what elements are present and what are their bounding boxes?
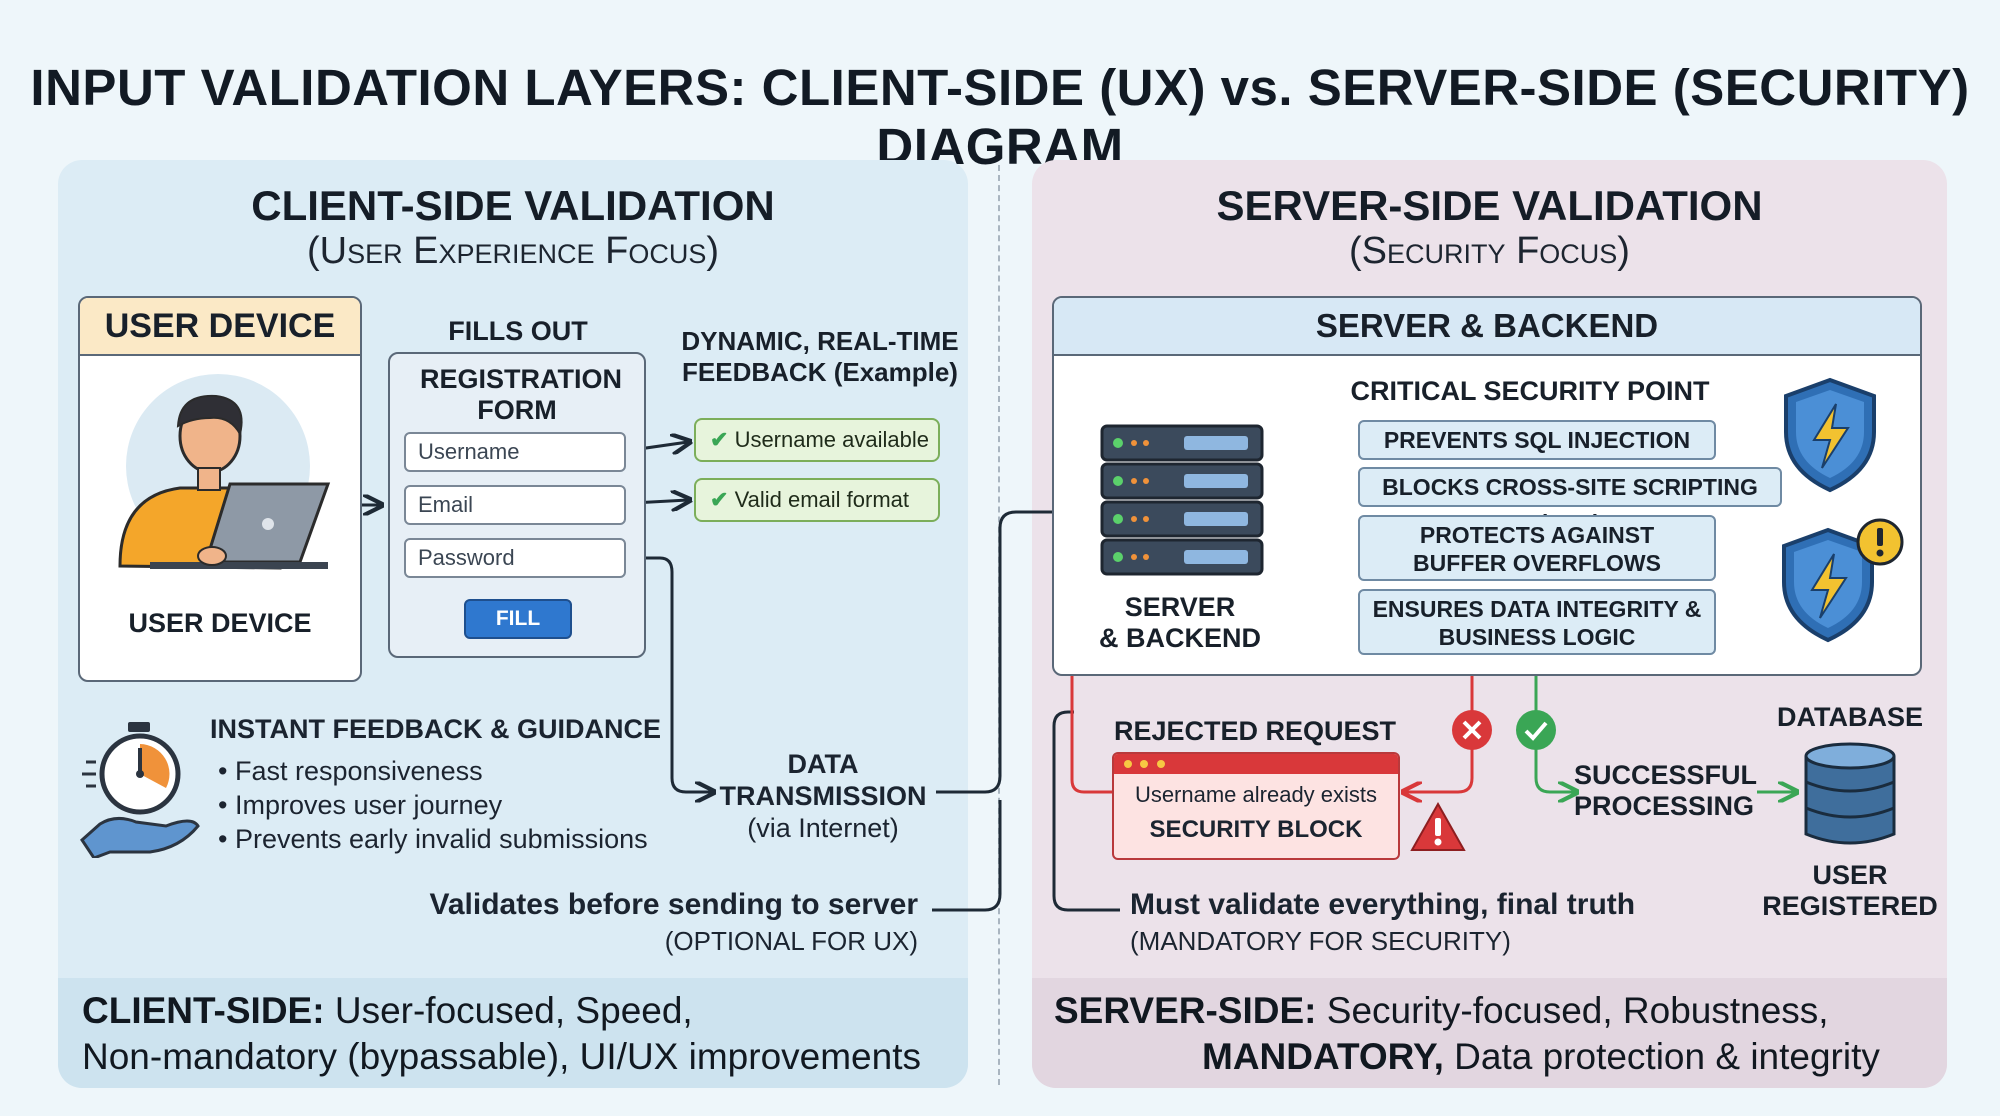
- rejected-window-titlebar: [1114, 754, 1398, 774]
- server-rack-icon: [1100, 424, 1264, 576]
- database-label: DATABASE: [1777, 702, 1923, 732]
- server-footer-line-2: Data protection & integrity: [1454, 1036, 1880, 1077]
- client-footer-line-2: Non-mandatory (bypassable), UI/UX improv…: [82, 1036, 921, 1077]
- check-icon: ✔: [710, 427, 729, 452]
- stopwatch-hand-icon: [80, 722, 200, 858]
- database-icon: [1804, 742, 1896, 845]
- critical-security-point: CRITICAL SECURITY POINT: [1350, 376, 1710, 406]
- feedback-email: ✔ Valid email format: [694, 478, 940, 522]
- user-device-caption: USER DEVICE: [128, 608, 312, 638]
- rejected-request-window: Username already exists SECURITY BLOCK: [1112, 752, 1400, 860]
- registered-line-2: REGISTERED: [1762, 891, 1938, 921]
- password-field[interactable]: Password: [404, 538, 626, 578]
- user-registered-label: USER REGISTERED: [1760, 860, 1940, 922]
- instant-feedback-title: INSTANT FEEDBACK & GUIDANCE: [210, 714, 661, 744]
- server-footer-band: [1032, 978, 1947, 1088]
- client-heading: CLIENT-SIDE VALIDATION: [251, 182, 775, 229]
- instant-item-3-text: Prevents early invalid submissions: [234, 824, 648, 854]
- server-backend-header: SERVER & BACKEND: [1054, 298, 1920, 356]
- feedback-email-text: Valid email format: [734, 487, 909, 512]
- validates-before-sending: Validates before sending to server: [429, 888, 918, 921]
- security-item-xss: BLOCKS CROSS-SITE SCRIPTING (XSS): [1358, 467, 1782, 536]
- server-heading: SERVER-SIDE VALIDATION: [1216, 182, 1763, 229]
- mandatory-for-security: (MANDATORY FOR SECURITY): [1130, 926, 1511, 956]
- registered-line-1: USER: [1812, 860, 1888, 890]
- successful-processing: SUCCESSFUL PROCESSING: [1574, 760, 1758, 822]
- check-icon: ✔: [710, 487, 729, 512]
- rejected-message: Username already exists: [1134, 782, 1378, 807]
- client-footer-line-1: User-focused, Speed,: [334, 990, 693, 1031]
- username-field[interactable]: Username: [404, 432, 626, 472]
- transmission-line-1: DATA: [787, 749, 859, 779]
- instant-item-1-text: Fast responsiveness: [234, 756, 483, 786]
- data-transmission-label: DATA TRANSMISSION (via Internet): [712, 748, 934, 844]
- server-caption-1: SERVER: [1124, 592, 1236, 622]
- feedback-username-text: Username available: [734, 427, 929, 452]
- transmission-line-2: TRANSMISSION: [719, 781, 927, 811]
- security-item-sql: PREVENTS SQL INJECTION: [1358, 420, 1716, 460]
- server-subheading: (Security Focus): [1349, 230, 1630, 272]
- rejected-request-title: REJECTED REQUEST: [1113, 716, 1397, 746]
- must-validate: Must validate everything, final truth: [1130, 888, 1636, 921]
- user-device-header-label: USER DEVICE: [104, 307, 336, 345]
- instant-item-2-text: Improves user journey: [234, 790, 503, 820]
- user-device-header: USER DEVICE: [80, 298, 360, 356]
- shield-bolt-icon: [1784, 377, 1876, 493]
- server-footer-bold-2: MANDATORY,: [1202, 1036, 1444, 1077]
- instant-item-3: • Prevents early invalid submissions: [218, 824, 648, 854]
- fill-button[interactable]: FILL: [464, 599, 572, 639]
- feedback-title: DYNAMIC, REAL-TIME FEEDBACK (Example): [681, 326, 959, 387]
- reject-x-icon: [1452, 710, 1492, 750]
- user-device-card: USER DEVICE USER DEVICE: [78, 296, 362, 682]
- server-caption: SERVER & BACKEND: [1090, 592, 1270, 654]
- client-footer-bold: CLIENT-SIDE:: [82, 990, 325, 1031]
- shield-warning-icon: [1782, 518, 1904, 643]
- server-footer-bold: SERVER-SIDE:: [1054, 990, 1317, 1031]
- diagram-title: INPUT VALIDATION LAYERS: CLIENT-SIDE (UX…: [30, 59, 1970, 175]
- feedback-username: ✔ Username available: [694, 418, 940, 462]
- form-title: REGISTRATION FORM: [420, 364, 622, 425]
- security-block-label: SECURITY BLOCK: [1149, 816, 1363, 843]
- registration-form: REGISTRATION FORM Username Email Passwor…: [388, 352, 646, 658]
- success-check-icon: [1516, 710, 1556, 750]
- success-line-1: SUCCESSFUL: [1574, 760, 1758, 790]
- server-caption-2: & BACKEND: [1099, 623, 1261, 653]
- security-item-integrity: ENSURES DATA INTEGRITY & BUSINESS LOGIC: [1358, 589, 1716, 655]
- server-footer-line-1: Security-focused, Robustness,: [1326, 990, 1829, 1031]
- server-footer: SERVER-SIDE: Security-focused, Robustnes…: [1054, 988, 1934, 1080]
- success-line-2: PROCESSING: [1574, 791, 1755, 821]
- security-item-buffer: PROTECTS AGAINST BUFFER OVERFLOWS: [1358, 515, 1716, 581]
- client-subheading: (User Experience Focus): [307, 230, 719, 272]
- server-backend-header-label: SERVER & BACKEND: [1315, 307, 1659, 344]
- client-footer: CLIENT-SIDE: User-focused, Speed, Non-ma…: [82, 988, 962, 1080]
- warning-triangle-icon: [1410, 801, 1466, 851]
- client-footer-band: [58, 978, 968, 1088]
- instant-item-1: • Fast responsiveness: [218, 756, 483, 786]
- transmission-line-3: (via Internet): [747, 813, 899, 843]
- instant-item-2: • Improves user journey: [218, 790, 503, 820]
- fills-out-label: FILLS OUT: [448, 316, 588, 346]
- email-field[interactable]: Email: [404, 485, 626, 525]
- person-laptop-icon: [118, 374, 331, 570]
- optional-for-ux: (OPTIONAL FOR UX): [664, 926, 918, 956]
